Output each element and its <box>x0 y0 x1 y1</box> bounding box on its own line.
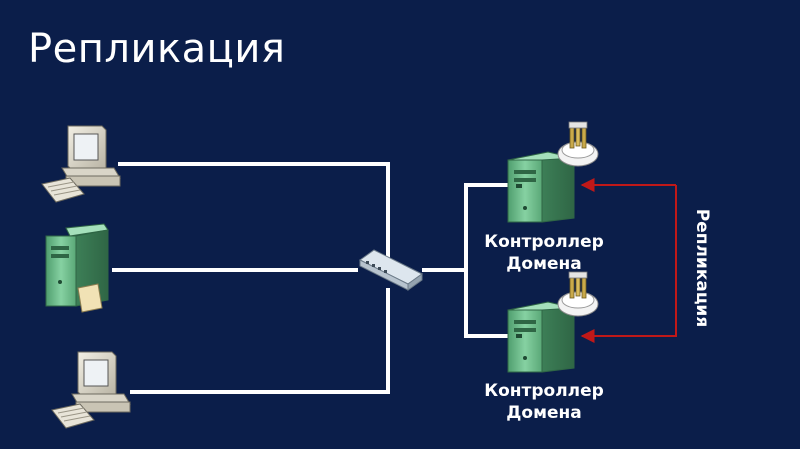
replication-label-container: Репликация <box>692 198 712 338</box>
dc-top-label-line1: Контроллер <box>484 232 604 252</box>
replication-label: Репликация <box>692 208 712 328</box>
slide-title: Репликация <box>28 26 286 72</box>
dc-top-label-line2: Домена <box>506 254 582 274</box>
workstation-icon <box>41 125 121 203</box>
workstation-icon <box>51 351 131 429</box>
replication-arrows <box>580 178 677 343</box>
line-top-workstation <box>118 162 390 270</box>
line-bottom-workstation <box>130 288 390 394</box>
domain-controller-top-label: Контроллер Домена <box>470 231 618 275</box>
line-bus <box>464 183 508 338</box>
certificate-icon <box>557 271 599 317</box>
domain-controller-bottom-label: Контроллер Домена <box>470 380 618 424</box>
certificate-icon <box>557 121 599 167</box>
domain-controller-icon <box>507 271 599 373</box>
dc-bottom-label-line1: Контроллер <box>484 381 604 401</box>
network-switch-icon <box>359 249 423 291</box>
dc-bottom-label-line2: Домена <box>506 403 582 423</box>
file-server-icon <box>45 223 109 313</box>
connector-lines <box>112 162 508 394</box>
domain-controller-icon <box>507 121 599 223</box>
